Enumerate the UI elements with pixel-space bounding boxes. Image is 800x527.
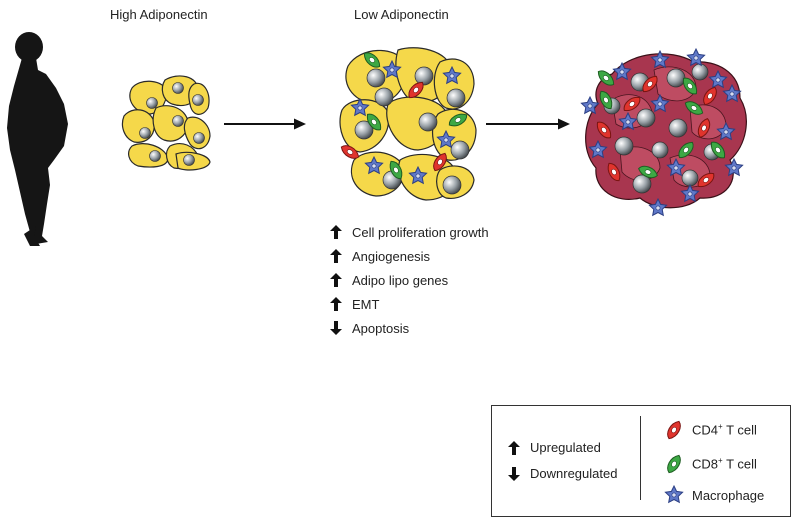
macrophage-icon (664, 485, 684, 503)
down-arrow-icon (508, 466, 520, 481)
effect-label: Cell proliferation growth (352, 224, 489, 240)
legend-macrophage: Macrophage (664, 484, 764, 506)
cd8-t-cell-icon (664, 452, 684, 476)
legend-upregulated-label: Upregulated (530, 440, 601, 455)
effect-item: Apoptosis (330, 316, 489, 340)
legend-upregulated: Upregulated (508, 440, 601, 455)
legend-divider (640, 416, 641, 500)
legend-downregulated: Downregulated (508, 466, 617, 481)
effects-list: Cell proliferation growth Angiogenesis A… (330, 220, 489, 340)
effect-item: Cell proliferation growth (330, 220, 489, 244)
legend-cd8: CD8+ T cell (664, 452, 757, 476)
effect-item: EMT (330, 292, 489, 316)
effect-label: Angiogenesis (352, 248, 431, 264)
adipocyte-nuclei-low (354, 66, 470, 195)
legend-macrophage-label: Macrophage (692, 487, 765, 503)
obese-person-silhouette (7, 32, 68, 246)
up-arrow-icon (330, 297, 342, 311)
up-arrow-icon (330, 249, 342, 263)
down-arrow-icon (330, 321, 342, 335)
progression-arrow-2 (486, 118, 570, 130)
legend-cd4: CD4+ T cell (664, 418, 757, 442)
up-arrow-icon (330, 225, 342, 239)
legend-cd4-label: CD4+ T cell (692, 422, 757, 438)
legend-downregulated-label: Downregulated (530, 466, 618, 481)
progression-arrow-1 (224, 118, 306, 130)
effect-item: Angiogenesis (330, 244, 489, 268)
tumor-nuclei (603, 63, 721, 194)
legend-box: Upregulated Downregulated CD4+ T cell CD… (491, 405, 791, 517)
effect-label: EMT (352, 296, 380, 312)
effect-label: Adipo lipo genes (352, 272, 449, 288)
high-adiponectin-title: High Adiponectin (110, 7, 208, 22)
low-adiponectin-title: Low Adiponectin (354, 7, 449, 22)
up-arrow-icon (330, 273, 342, 287)
up-arrow-icon (508, 440, 520, 455)
adipocyte-cluster-high (121, 75, 211, 171)
legend-cd8-label: CD8+ T cell (692, 456, 757, 472)
effect-label: Apoptosis (352, 320, 410, 336)
effect-item: Adipo lipo genes (330, 268, 489, 292)
cd4-t-cell-icon (664, 418, 684, 442)
adipocyte-nuclei-high (139, 82, 205, 166)
